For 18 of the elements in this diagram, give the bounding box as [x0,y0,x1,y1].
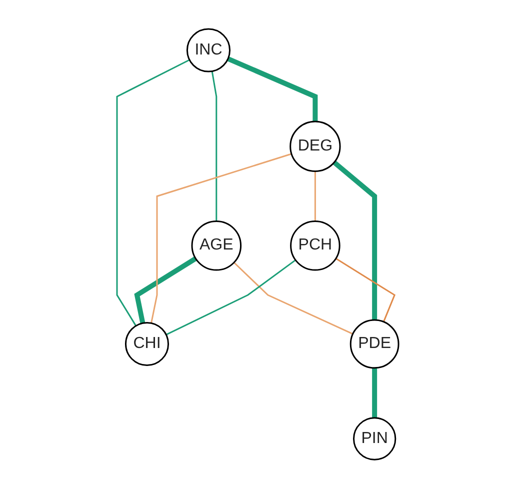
connector [227,56,318,122]
node-circle: PCH [290,220,341,271]
connector [166,260,296,336]
connector [314,171,316,222]
connector [336,258,396,322]
connector [234,262,354,335]
connector [372,368,378,418]
node-circle: PIN [353,417,396,461]
connector [332,160,378,320]
node-circle: CHI [125,322,170,366]
connector [150,153,292,324]
connector [134,256,198,324]
node-circle: INC [186,28,231,73]
node-circle: AGE [191,220,242,271]
node-circle: PDE [350,319,400,369]
connector [212,71,218,222]
node-circle: DEG [290,121,341,172]
connector [116,59,190,326]
